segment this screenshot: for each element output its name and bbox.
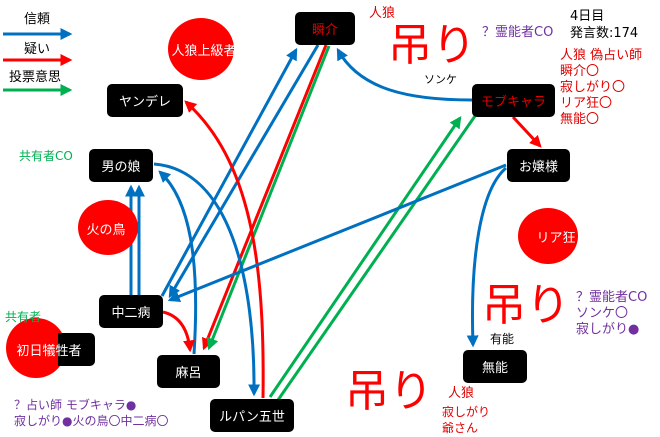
node-mobu[interactable]: モブキャラ <box>472 84 555 117</box>
node-munou[interactable]: 無能 <box>463 350 527 383</box>
mobu-note: 瞬介〇 <box>560 64 600 79</box>
arrow-chuuni-to-maro <box>162 310 196 353</box>
legend-vote-label: 投票意思 <box>9 70 62 85</box>
blood-splatter <box>78 200 138 255</box>
sharer-label: 共有者 <box>5 310 42 324</box>
medium-note: 寂しがり● <box>576 322 640 337</box>
node-yandere[interactable]: ヤンデレ <box>107 84 183 117</box>
arrow-shunsuke-to-maro-vote <box>206 45 331 351</box>
post-count-label: 発言数:174 <box>570 26 639 41</box>
arrow-ojousama-to-chuuni <box>167 163 507 302</box>
hang-mark-sabishigari: 吊り <box>345 366 433 417</box>
arrow-lupin-to-mobu-1 <box>268 116 462 398</box>
node-shunsuke[interactable]: 瞬介 <box>295 12 355 45</box>
arrow-lupin-to-yandere <box>184 100 265 399</box>
yuunou-label: 有能 <box>490 332 515 346</box>
mobu-note: 寂しがり〇 <box>560 80 626 95</box>
arrow-chuuni-to-shunsuke <box>160 47 298 297</box>
medium-note: ？霊能者CO <box>576 290 648 305</box>
day-label: 4日目 <box>570 9 605 24</box>
arrow-mobu-to-shunsuke <box>336 47 473 102</box>
node-jinrou-joukyu[interactable]: 人狼上級者 <box>171 44 237 59</box>
node-riakyou[interactable]: リア狂 <box>536 231 576 246</box>
arrow-ojousama-to-munou <box>466 166 507 348</box>
seer-notes: ？占い師 モブキャラ● 寂しがり●火の鳥〇中二病〇 <box>14 397 168 429</box>
medium-co-top: ？霊能者CO <box>482 25 554 40</box>
legend-doubt-label: 疑い <box>24 42 51 57</box>
hang-sub-label: ソンケ <box>424 73 457 86</box>
hang-mark-shunsuke: 吊り <box>388 20 476 71</box>
node-ojousama[interactable]: お嬢様 <box>507 149 570 182</box>
mobu-note: リア狂〇 <box>560 96 613 111</box>
arrow-mobu-to-ojousama <box>511 115 542 148</box>
node-chuunibyou[interactable]: 中二病 <box>99 295 163 328</box>
blood-splatter <box>518 208 578 264</box>
blood-splatter <box>168 18 234 80</box>
arrow-shunsuke-to-maro-doubt <box>202 44 328 351</box>
mobu-note: 人狼 偽占い師 <box>560 48 643 63</box>
arrow-maro-to-otokonoko <box>158 170 198 355</box>
node-hinotori[interactable]: 火の鳥 <box>86 223 126 238</box>
shunsuke-role-label: 人狼 <box>369 6 396 21</box>
node-shonichi[interactable]: 初日犠牲者 <box>3 333 95 366</box>
node-maro[interactable]: 麻呂 <box>157 355 220 388</box>
node-lupin[interactable]: ルパン五世 <box>210 399 294 432</box>
seer-note: ？占い師 モブキャラ● <box>14 398 137 412</box>
sabishigari-label: 寂しがり <box>442 405 491 419</box>
legend-trust-label: 信頼 <box>24 12 51 27</box>
bottom-wolf-label: 人狼 <box>448 386 475 401</box>
seer-note: 寂しがり●火の鳥〇中二病〇 <box>14 414 169 428</box>
ojisan-label: 爺さん <box>442 421 479 435</box>
medium-note: ソンケ〇 <box>576 306 629 321</box>
arrow-lupin-to-mobu-2 <box>276 115 477 401</box>
node-otokonoko[interactable]: 男の娘 <box>89 149 153 182</box>
sharer-co-label: 共有者CO <box>19 149 73 163</box>
arrow-otokonoko-to-lupin <box>153 162 261 397</box>
arrow-shunsuke-to-chuuni <box>168 44 320 299</box>
hang-mark-yuunou: 吊り <box>482 280 570 331</box>
mobu-note: 無能〇 <box>560 112 600 127</box>
medium-notes: ？霊能者CO ソンケ〇 寂しがり● <box>576 290 647 338</box>
mobu-notes: 人狼 偽占い師 瞬介〇 寂しがり〇 リア狂〇 無能〇 <box>560 48 642 128</box>
